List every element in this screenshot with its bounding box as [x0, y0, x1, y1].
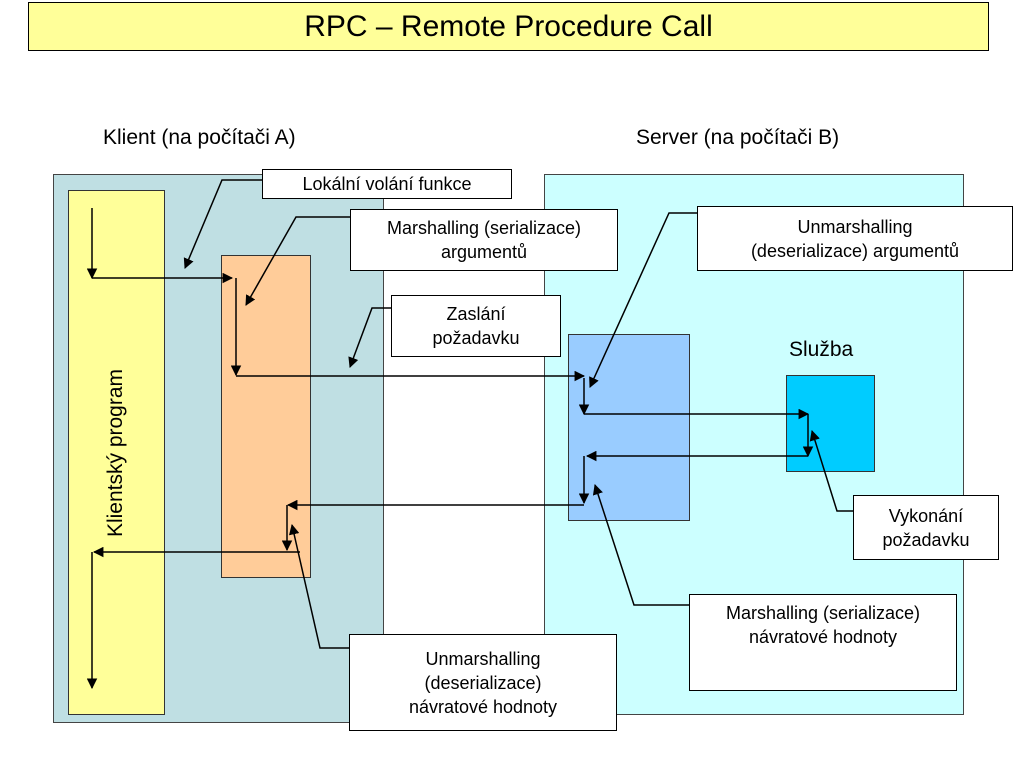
- callout-unmarshal-return: Unmarshalling (deserializace) návratové …: [349, 634, 617, 731]
- callout-marshal-args-text: Marshalling (serializace) argumentů: [386, 218, 582, 262]
- callout-unmarshal-args-text: Unmarshalling (deserializace) argumentů: [750, 216, 960, 261]
- callout-marshal-args: Marshalling (serializace) argumentů: [350, 209, 618, 271]
- callout-unmarshal-return-text: Unmarshalling (deserializace) návratové …: [408, 648, 558, 717]
- server-heading: Server (na počítači B): [636, 126, 840, 149]
- callout-marshal-return: Marshalling (serializace) návratové hodn…: [689, 594, 957, 691]
- callout-execute-request-text: Vykonání požadavku: [882, 505, 970, 550]
- callout-execute-request: Vykonání požadavku: [853, 495, 999, 560]
- callout-send-request: Zaslání požadavku: [391, 295, 561, 357]
- server-stub-block: [568, 334, 690, 521]
- callout-unmarshal-args: Unmarshalling (deserializace) argumentů: [697, 206, 1013, 271]
- callout-local-call: Lokální volání funkce: [262, 169, 512, 199]
- service-heading: Služba: [789, 338, 854, 361]
- callout-send-request-text: Zaslání požadavku: [432, 304, 520, 348]
- client-program-label-wrap: Klientský program: [68, 190, 165, 715]
- callout-local-call-text: Lokální volání funkce: [302, 174, 472, 194]
- service-block: [786, 375, 875, 472]
- client-heading: Klient (na počítači A): [103, 126, 296, 149]
- client-program-label: Klientský program: [104, 368, 128, 537]
- callout-marshal-return-text: Marshalling (serializace) návratové hodn…: [725, 603, 921, 647]
- slide-title: RPC – Remote Procedure Call: [28, 2, 989, 51]
- client-stub-block: [221, 255, 311, 578]
